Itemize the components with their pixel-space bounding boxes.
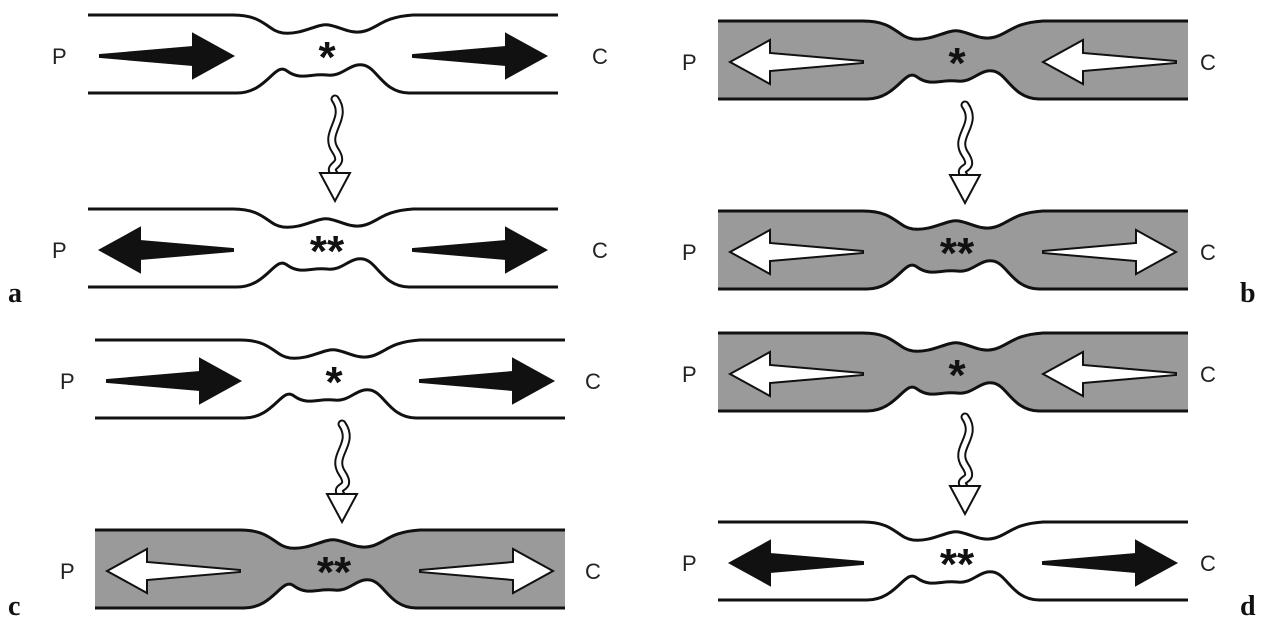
right-flow-arrow [419,547,556,595]
right-flow-arrow [412,32,549,80]
vessel-upper-wall [88,207,558,229]
vessel-top-d: * P C [682,331,1216,413]
vessel-upper-wall [718,520,1188,542]
stenosis-mark: ** [940,540,975,589]
vessel-lower-wall [95,578,565,610]
vessel-lower-wall [718,259,1188,291]
vessel-bottom-d: ** P C [682,520,1216,602]
panel-letter-d: d [1240,591,1256,621]
left-flow-arrow [727,350,864,398]
vessel-lower-wall [95,388,565,420]
vessel-lower-wall [718,69,1188,101]
vessel-fill [718,333,1188,411]
right-flow-arrow [412,226,549,274]
transition-arrow-c [325,419,359,525]
vessel-fill [88,15,558,93]
vessel-fill [88,209,558,287]
stenosis-mark: * [318,33,336,82]
stenosis-mark: * [948,351,966,400]
label-p: P [682,240,697,265]
transition-arrow-d [948,412,982,517]
right-flow-arrow [1040,38,1177,86]
right-flow-arrow [1042,228,1179,276]
vessel-fill [718,21,1188,99]
vessel-upper-wall [95,338,565,360]
left-flow-arrow [727,38,864,86]
label-c: C [585,369,601,394]
label-c: C [585,559,601,584]
transition-arrow-b [948,100,982,206]
vessel-top-c: * P C [60,338,601,420]
right-flow-arrow [1040,350,1177,398]
vessel-upper-wall [95,528,565,550]
label-c: C [1200,240,1216,265]
vessel-fill [718,211,1188,289]
left-flow-arrow [727,228,864,276]
vessel-upper-wall [718,19,1188,41]
vessel-upper-wall [718,331,1188,353]
vessel-bottom-b: ** P C [682,209,1216,291]
vessel-lower-wall [718,381,1188,413]
vessel-upper-wall [88,13,558,35]
label-p: P [52,44,67,69]
vessel-fill [95,340,565,418]
stenosis-mark: ** [940,229,975,278]
vessel-fill [718,522,1188,600]
vessel-lower-wall [88,257,558,289]
left-flow-arrow [97,226,234,274]
label-p: P [60,559,75,584]
label-c: C [592,238,608,263]
vessel-bottom-a: ** P C [52,207,608,289]
label-p: P [682,551,697,576]
vessel-bottom-c: ** P C [60,528,601,610]
label-c: C [1200,362,1216,387]
stenosis-mark: * [325,358,343,407]
right-flow-arrow [1042,539,1179,587]
label-c: C [1200,551,1216,576]
vessel-lower-wall [718,570,1188,602]
label-p: P [682,362,697,387]
label-p: P [52,238,67,263]
stenosis-mark: ** [310,227,345,276]
stenosis-mark: ** [317,548,352,597]
left-flow-arrow [99,32,236,80]
panel-letter-a: a [8,278,22,309]
vessel-top-a: * P C [52,13,608,95]
stenosis-mark: * [948,39,966,88]
panel-letter-c: c [8,591,20,621]
vessel-lower-wall [88,63,558,95]
label-c: C [1200,50,1216,75]
left-flow-arrow [106,357,243,405]
label-p: P [682,50,697,75]
vessel-upper-wall [718,209,1188,231]
label-c: C [592,44,608,69]
vessel-fill [95,530,565,608]
right-flow-arrow [419,357,556,405]
panel-letter-b: b [1240,278,1256,309]
label-p: P [60,369,75,394]
transition-arrow-a [318,94,352,204]
left-flow-arrow [104,547,241,595]
left-flow-arrow [727,539,864,587]
vessel-top-b: * P C [682,19,1216,101]
